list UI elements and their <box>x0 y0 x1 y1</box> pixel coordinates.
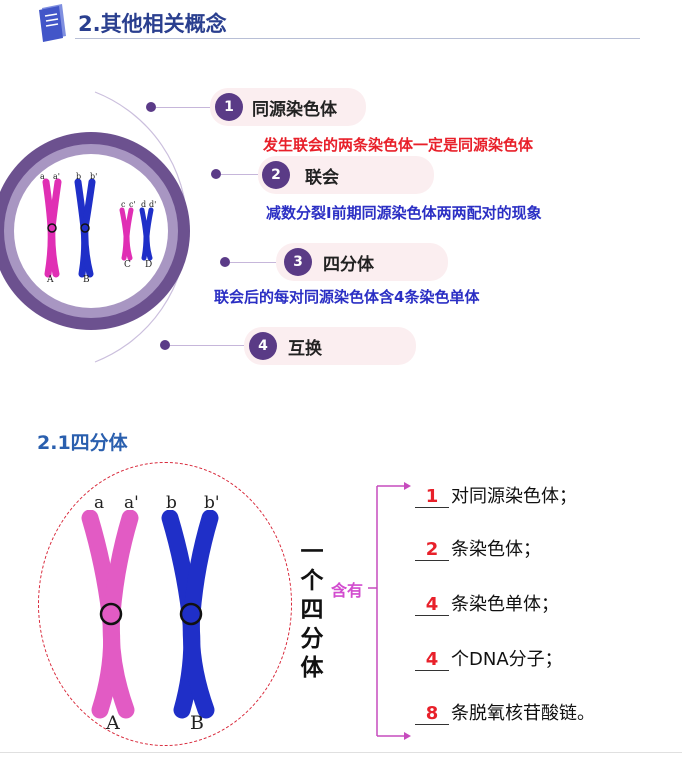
item-text: 条脱氧核苷酸链。 <box>451 703 595 724</box>
concept-2-note: 减数分裂Ⅰ前期同源染色体两两配对的现象 <box>266 204 542 222</box>
small-bottom-label-D: D <box>145 260 153 270</box>
label-b: b <box>166 493 177 513</box>
concept-3-dot <box>220 257 230 267</box>
label-B: B <box>190 712 204 734</box>
section-title: 2.1四分体 <box>37 432 128 454</box>
contains-label: 含有 <box>331 581 364 600</box>
tetrad-chromosome-figure <box>81 510 219 719</box>
vertical-heading: 一 个 四 分 体 <box>299 538 325 683</box>
concept-4-number: 4 <box>249 332 277 360</box>
item-text: 个DNA分子； <box>451 649 563 670</box>
header-book-icon <box>36 2 70 42</box>
item-text: 条染色体； <box>451 539 541 560</box>
vertical-char: 分 <box>300 626 324 652</box>
concept-1-number: 1 <box>215 93 243 121</box>
small-top-label-c-prime: c' <box>129 200 136 209</box>
label-b-prime: b' <box>204 493 220 513</box>
concept-4-connector <box>170 345 250 346</box>
concept-1-label: 同源染色体 <box>252 100 337 120</box>
concept-4-dot <box>160 340 170 350</box>
small-chromosome-C <box>119 207 134 261</box>
chromosome-A <box>81 510 139 719</box>
concept-1-connector <box>156 107 216 108</box>
concept-2-number: 2 <box>262 161 290 189</box>
vertical-char: 个 <box>300 568 324 594</box>
small-top-label-d-prime: d' <box>149 200 157 209</box>
bottom-divider <box>0 752 682 753</box>
bracket-arrows <box>368 482 411 740</box>
small-top-label-a-prime: a' <box>53 172 60 181</box>
concept-3-connector <box>230 262 285 263</box>
concept-2-dot <box>211 169 221 179</box>
vertical-char: 一 <box>300 539 324 565</box>
small-chromosome-figure <box>42 178 154 278</box>
concept-1-note: 发生联会的两条染色体一定是同源染色体 <box>263 136 534 154</box>
small-top-label-c: c <box>121 200 126 209</box>
header-divider <box>75 38 640 39</box>
concept-3-label: 四分体 <box>323 255 374 275</box>
item-text: 条染色单体； <box>451 594 559 615</box>
small-top-label-b-prime: b' <box>90 172 98 181</box>
vertical-char: 四 <box>300 597 324 623</box>
small-bottom-label-C: C <box>124 260 131 270</box>
chromosome-B <box>161 510 219 719</box>
concept-3-number: 3 <box>284 248 312 276</box>
small-bottom-label-A: A <box>47 275 54 285</box>
concept-2-label: 联会 <box>305 168 339 188</box>
small-top-label-b: b <box>76 172 82 181</box>
answer-blank: 8 <box>415 704 449 725</box>
concept-1-dot <box>146 102 156 112</box>
small-top-label-d: d <box>141 200 147 209</box>
label-A: A <box>106 712 120 734</box>
page-title: 2.其他相关概念 <box>78 12 227 36</box>
item-text: 对同源染色体； <box>451 486 577 507</box>
tetrad-oval <box>38 462 292 746</box>
small-chromosome-A <box>42 178 62 278</box>
concept-4-label: 互换 <box>288 339 322 359</box>
small-chromosome-D <box>139 207 154 261</box>
label-a: a <box>94 493 105 513</box>
concept-3-note: 联会后的每对同源染色体含4条染色单体 <box>214 288 480 306</box>
small-top-label-a: a <box>40 172 45 181</box>
answer-blank: 1 <box>415 487 449 508</box>
small-chromosome-B <box>74 178 96 278</box>
label-a-prime: a' <box>124 493 139 513</box>
vertical-char: 体 <box>300 655 324 681</box>
small-bottom-label-B: B <box>83 275 90 285</box>
answer-blank: 2 <box>415 540 449 561</box>
concept-2-connector <box>221 174 266 175</box>
answer-blank: 4 <box>415 650 449 671</box>
answer-blank: 4 <box>415 595 449 616</box>
